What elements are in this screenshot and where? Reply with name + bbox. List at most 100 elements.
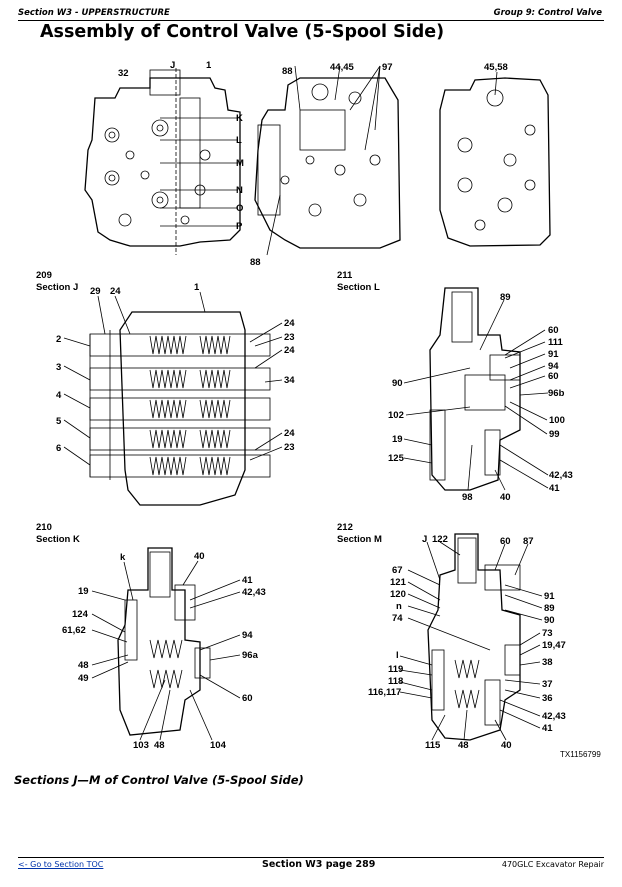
callout-45-58: 45,58 [484,62,508,73]
k-callout: 124 [72,609,89,620]
l-callout: 125 [388,453,405,464]
m-callout: n [396,601,402,612]
m-callout: 89 [544,603,555,614]
k-callout: 103 [133,740,149,751]
l-callout: 19 [392,434,403,445]
l-callout: 99 [549,429,560,440]
j-callout: 24 [284,318,295,329]
m-callout: 48 [458,740,469,751]
m-callout: 74 [392,613,403,624]
k-callout: 42,43 [242,587,266,598]
callout-k-arrow: K [236,113,243,124]
callout-n-arrow: N [236,185,243,196]
top-view-left: 32 J 1 K L M N O P [84,60,244,255]
l-callout: 90 [392,378,403,389]
j-callout: 23 [284,332,295,343]
l-callout: 102 [388,410,404,421]
figure-caption: Sections J—M of Control Valve (5-Spool S… [14,773,304,787]
section-l-title: Section L [337,282,380,293]
l-callout: 41 [549,483,560,494]
section-k-number: 210 [36,522,52,533]
l-callout: 111 [548,337,564,348]
section-m-number: 212 [337,522,353,533]
m-callout: 116,117 [368,687,401,698]
l-callout: 98 [462,492,473,503]
k-callout: 40 [194,551,205,562]
m-callout: 115 [425,740,441,751]
section-j: 209 Section J [36,270,283,506]
k-callout: 19 [78,586,89,597]
j-callout: 5 [56,416,62,427]
callout-m-arrow: M [236,158,244,169]
callout-32: 32 [118,68,129,79]
j-callout: 24 [284,428,295,439]
section-l-number: 211 [337,270,353,281]
k-callout: 94 [242,630,253,641]
control-valve-drawing: 32 J 1 K L M N O P 88 44,45 97 88 [36,60,601,759]
k-callout: 48 [154,740,165,751]
m-callout: 122 [432,534,448,545]
k-callout: 104 [210,740,227,751]
j-callout: 6 [56,443,61,454]
k-callout: 49 [78,673,89,684]
k-callout: 41 [242,575,253,586]
m-callout: 38 [542,657,553,668]
j-callout: 34 [284,375,295,386]
control-valve-figure: 32 J 1 K L M N O P 88 44,45 97 88 [0,50,622,770]
j-callout: 2 [56,334,61,345]
j-callout: 24 [284,345,295,356]
m-callout: 120 [390,589,406,600]
section-j-number: 209 [36,270,52,281]
k-callout: k [120,552,126,563]
callout-88-top: 88 [282,66,293,77]
page-title: Assembly of Control Valve (5-Spool Side) [40,22,445,42]
m-callout: 73 [542,628,553,639]
section-m-title: Section M [337,534,382,545]
m-callout: 36 [542,693,553,704]
m-callout: l [396,650,399,661]
m-callout: J [422,534,427,545]
section-toc-link[interactable]: <- Go to Section TOC [18,860,104,869]
j-callout: 3 [56,362,61,373]
k-callout: 96a [242,650,259,661]
j-callout: 29 [90,286,101,297]
l-callout: 40 [500,492,511,503]
section-k-title: Section K [36,534,80,545]
l-callout: 60 [548,325,559,336]
l-callout: 60 [548,371,559,382]
m-callout: 40 [501,740,512,751]
page-number: Section W3 page 289 [262,859,376,870]
m-callout: 42,43 [542,711,566,722]
l-callout: 100 [549,415,565,426]
header-group: Group 9: Control Valve [493,8,602,18]
m-callout: 119 [388,664,403,675]
section-k: 210 Section K [36,522,241,741]
m-callout: 37 [542,679,553,690]
section-j-spool-springs [149,335,231,476]
m-callout: 41 [542,723,553,734]
figure-code: TX1156799 [560,750,601,759]
top-view-right: 45,58 [439,62,551,247]
section-m: 212 Section M [337,522,543,741]
callout-o-arrow: O [236,203,243,214]
header-section: Section W3 - UPPERSTRUCTURE [18,8,170,18]
j-callout: 4 [56,390,62,401]
m-callout: 90 [544,615,555,626]
callout-88-bottom: 88 [250,257,261,268]
header-divider [18,20,604,21]
l-callout: 94 [548,361,559,372]
j-callout: 1 [194,282,200,293]
callout-1-top: 1 [206,60,212,71]
callout-j-top: J [170,60,175,71]
m-callout: 67 [392,565,403,576]
section-l: 211 Section L [337,270,549,491]
k-callout: 60 [242,693,253,704]
callout-l-arrow: L [236,135,242,146]
j-callout: 23 [284,442,295,453]
k-callout: 61,62 [62,625,86,636]
m-callout: 87 [523,536,534,547]
m-callout: 118 [388,676,403,687]
l-callout: 96b [548,388,565,399]
l-callout: 91 [548,349,559,360]
